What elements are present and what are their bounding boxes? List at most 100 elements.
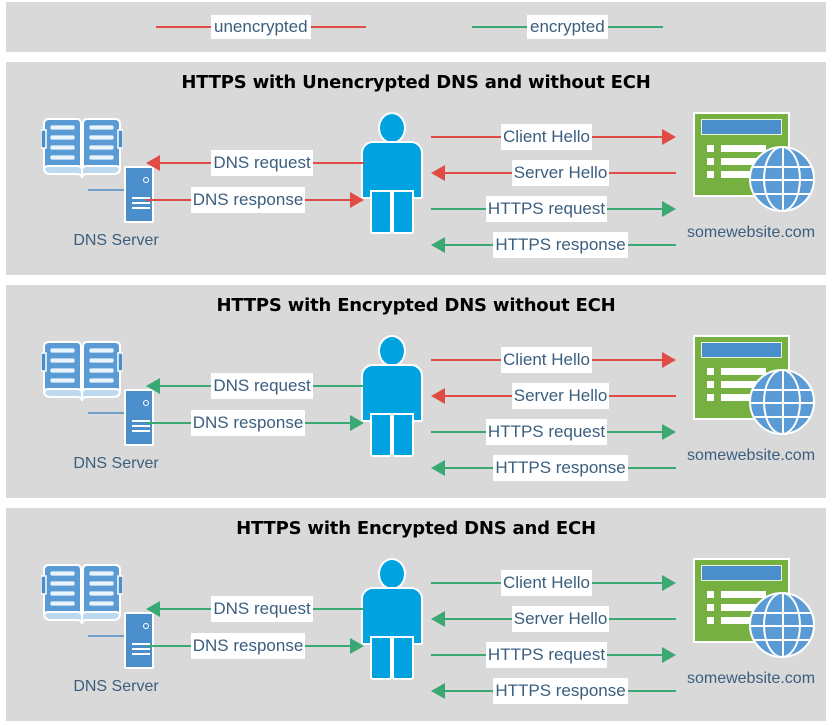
flow-label: Client Hello (501, 347, 592, 373)
list-bullet (707, 617, 714, 624)
flow-label: Server Hello (511, 383, 610, 409)
person-head (378, 112, 406, 144)
flow-arrow: DNS response (146, 410, 364, 436)
flow-line-right (305, 645, 350, 647)
server-power-dot (143, 177, 149, 183)
dns-server-group: DNS Server (36, 560, 186, 710)
flow-arrow: HTTPS request (431, 419, 676, 445)
flow-line-right (627, 244, 677, 246)
list-bullet (707, 591, 714, 598)
legend-band: unencrypted encrypted (6, 2, 826, 52)
dns-server-label: DNS Server (73, 678, 159, 695)
globe-equator (751, 625, 813, 627)
flow-arrow: DNS request (146, 150, 365, 176)
flow-arrow: HTTPS response (431, 455, 677, 481)
flow-arrow: HTTPS response (431, 678, 677, 704)
person-leg-right (392, 413, 414, 457)
arrowhead-right (662, 424, 676, 440)
address-book-icon-svg (40, 564, 124, 625)
website-group: somewebsite.com (671, 112, 831, 262)
globe-icon (749, 369, 815, 435)
arrowhead-left (431, 165, 445, 181)
address-book-icon-svg (40, 118, 124, 179)
address-book-icon (40, 560, 124, 628)
server-power-dot (143, 400, 149, 406)
address-book-icon-svg (40, 341, 124, 402)
legend-line-encrypted-right (607, 26, 663, 28)
panel-3: HTTPS with Encrypted DNS and ECH DNS Ser… (6, 508, 826, 721)
flow-arrow: DNS response (146, 187, 364, 213)
dns-server-label: DNS Server (73, 455, 159, 472)
arrowhead-right (662, 352, 676, 368)
flow-line-right (312, 162, 365, 164)
arrowhead-right (662, 575, 676, 591)
flow-line-left (431, 582, 502, 584)
flow-label: DNS response (190, 633, 306, 659)
flow-line-left (431, 654, 486, 656)
flow-line-right (609, 172, 677, 174)
arrowhead-left (431, 460, 445, 476)
flow-arrow: Client Hello (431, 347, 676, 373)
globe-parallel (751, 166, 813, 168)
list-row (721, 381, 766, 388)
server-tower-icon (124, 612, 154, 669)
website-group: somewebsite.com (671, 558, 831, 708)
flow-line-left (445, 618, 512, 620)
flow-label: DNS response (190, 187, 306, 213)
flow-arrow: HTTPS request (431, 196, 676, 222)
browser-titlebar (701, 342, 782, 358)
flow-line-left (160, 608, 212, 610)
website-label: somewebsite.com (686, 224, 816, 241)
flow-arrow: Client Hello (431, 570, 676, 596)
flow-line-left (445, 172, 512, 174)
person-leg-left (370, 636, 392, 680)
website-group: somewebsite.com (671, 335, 831, 485)
list-row (721, 145, 766, 152)
globe-icon (749, 146, 815, 212)
arrowhead-left (146, 601, 160, 617)
browser-titlebar (701, 565, 782, 581)
flow-label: DNS request (211, 150, 313, 176)
website-label: somewebsite.com (686, 447, 816, 464)
panel-2: HTTPS with Encrypted DNS without ECH DNS… (6, 285, 826, 498)
person-leg-left (370, 413, 392, 457)
list-row (721, 171, 766, 178)
user-person-icon (361, 112, 423, 234)
legend-label-encrypted: encrypted (527, 15, 608, 39)
flow-arrow: DNS request (146, 596, 365, 622)
legend-item-unencrypted: unencrypted (156, 2, 366, 52)
flow-line-left (160, 385, 212, 387)
browser-titlebar (701, 119, 782, 135)
flow-line-left (160, 162, 212, 164)
arrowhead-left (431, 611, 445, 627)
flow-line-right (591, 359, 662, 361)
flow-arrow: HTTPS response (431, 232, 677, 258)
list-row (721, 591, 766, 598)
flow-label: DNS request (211, 373, 313, 399)
flow-line-right (305, 199, 350, 201)
person-head (378, 558, 406, 590)
arrowhead-left (146, 378, 160, 394)
dns-server-group: DNS Server (36, 337, 186, 487)
website-label: somewebsite.com (686, 670, 816, 687)
list-row (721, 617, 766, 624)
flow-line-right (607, 654, 662, 656)
legend-item-encrypted: encrypted (472, 2, 663, 52)
server-power-dot (143, 623, 149, 629)
flow-line-right (591, 136, 662, 138)
flow-line-right (305, 422, 350, 424)
list-bullet (707, 381, 714, 388)
flow-line-left (146, 645, 191, 647)
flow-label: Server Hello (511, 160, 610, 186)
flow-line-left (445, 690, 494, 692)
list-bullet (707, 145, 714, 152)
flow-line-right (609, 618, 677, 620)
server-cable (88, 412, 126, 414)
flow-line-left (445, 244, 494, 246)
server-tower-icon (124, 389, 154, 446)
arrowhead-right (350, 638, 364, 654)
arrowhead-right (662, 201, 676, 217)
legend-label-unencrypted: unencrypted (211, 15, 311, 39)
flow-label: HTTPS response (493, 455, 628, 481)
list-bullet (707, 394, 714, 401)
